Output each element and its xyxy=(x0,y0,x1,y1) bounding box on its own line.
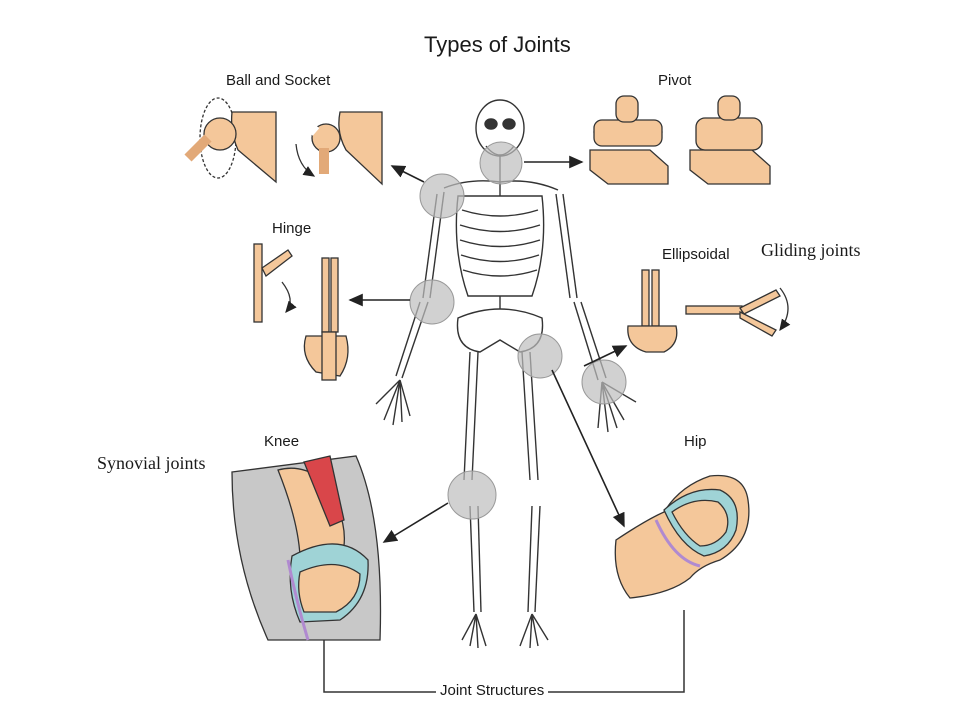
label-hip: Hip xyxy=(684,433,707,450)
label-joint-structures: Joint Structures xyxy=(436,682,549,699)
label-pivot: Pivot xyxy=(658,72,692,89)
joint-highlights xyxy=(409,141,627,520)
annotation-synovial-joints: Synovial joints xyxy=(97,453,206,473)
knee-illustration xyxy=(231,455,382,641)
annotation-gliding-joints: Gliding joints xyxy=(761,240,861,260)
label-ellipsoidal: Ellipsoidal xyxy=(662,246,730,263)
label-knee: Knee xyxy=(264,433,300,450)
hip-illustration xyxy=(614,474,750,599)
ball-socket-illustration xyxy=(184,97,383,186)
highlight-elbow xyxy=(409,279,455,325)
diagram-title: Types of Joints xyxy=(424,32,571,57)
pointer-arrows xyxy=(348,155,628,543)
pivot-illustration xyxy=(589,95,771,185)
highlight-shoulder xyxy=(419,173,465,219)
highlight-hip xyxy=(517,333,563,379)
hinge-illustration xyxy=(253,243,349,381)
highlight-wrist xyxy=(581,359,627,405)
label-hinge: Hinge xyxy=(272,220,312,237)
ellipsoidal-illustration xyxy=(627,269,791,353)
label-ball-and-socket: Ball and Socket xyxy=(226,72,331,89)
highlight-neck xyxy=(479,141,523,185)
highlight-knee xyxy=(447,470,497,520)
